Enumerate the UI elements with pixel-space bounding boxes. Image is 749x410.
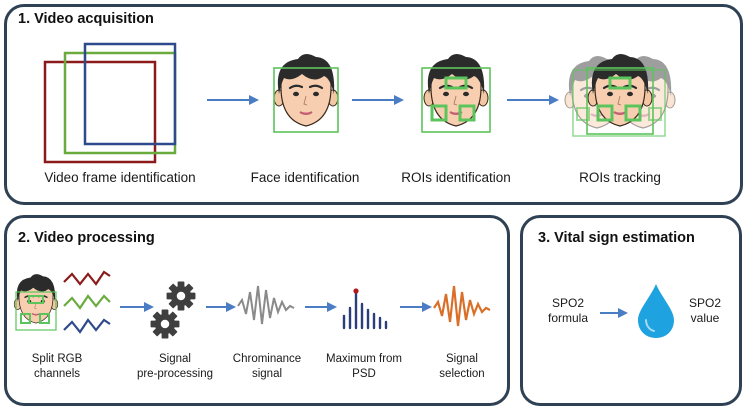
arrow-icon [400,302,432,312]
rois-tracking-icon [563,52,677,137]
spo2-formula-label: SPO2 formula [547,296,588,325]
arrow-icon [507,95,559,105]
arrow-icon [120,302,154,312]
split-rgb-label: Split RGB channels [31,353,83,380]
video-acquisition-title: 1. Video acquisition [18,11,154,27]
vital-sign-panel [520,215,742,406]
psd-spectrum-icon [342,288,388,330]
rois-identification-label: ROIs identification [401,170,511,185]
droplet-icon [638,284,674,338]
video-processing-title: 2. Video processing [18,230,155,246]
vital-sign-title: 3. Vital sign estimation [538,230,695,246]
chrominance-signal-icon [237,285,295,325]
video-frame-identification-label: Video frame identification [44,170,196,185]
rois-tracking-label: ROIs tracking [579,170,661,185]
arrow-icon [206,302,236,312]
maximum-psd-label: Maximum from PSD [325,353,403,380]
face-icon [272,52,340,133]
spo2-value-label: SPO2 value [688,296,721,325]
signal-preprocessing-label: Signal pre-processing [136,353,214,380]
chrominance-signal-label: Chrominance signal [232,353,302,380]
face-identification-label: Face identification [250,170,360,185]
video-frames-icon [43,42,177,164]
arrow-icon [600,308,628,318]
arrow-icon [352,95,404,105]
split-rgb-icon [13,270,111,334]
gear-icon [150,281,201,339]
arrow-icon [305,302,337,312]
selected-signal-icon [433,285,491,327]
arrow-icon [207,95,259,105]
rois-face-icon [421,52,491,133]
signal-selection-label: Signal selection [439,353,485,380]
